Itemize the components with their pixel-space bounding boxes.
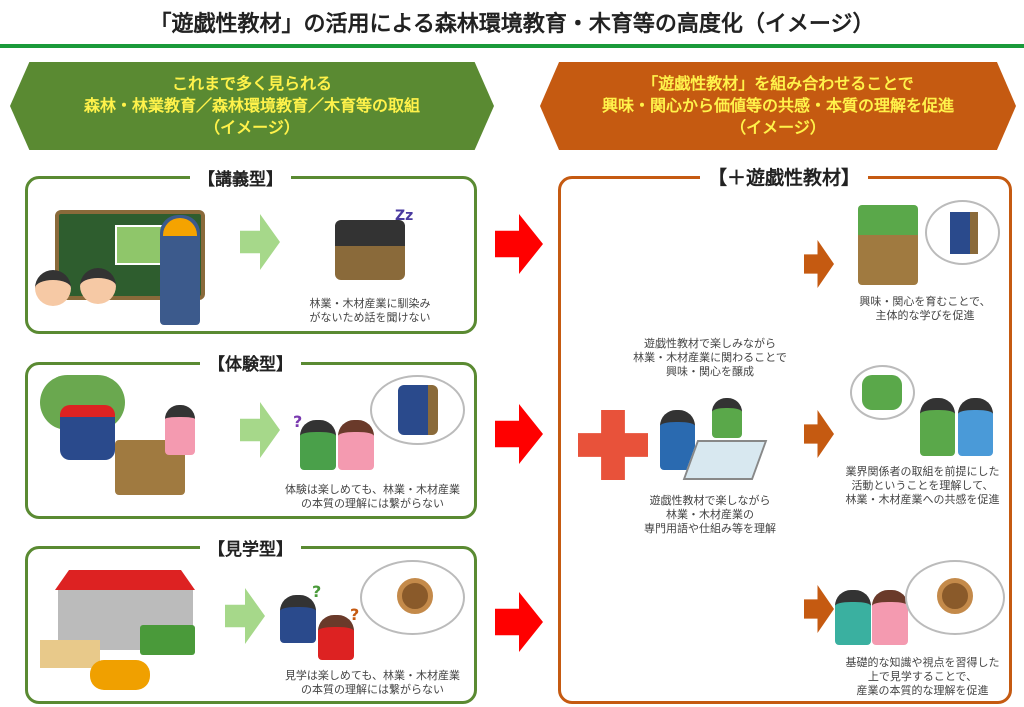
person-illustration	[835, 590, 871, 645]
tour-caption: 見学は楽しめても、林業・木材産業の本質の理解には繋がらない	[270, 669, 475, 697]
right-banner-line1: 「遊戯性教材」を組み合わせることで	[642, 74, 914, 93]
tour-label: 【見学型】	[200, 535, 301, 560]
player-illustration	[712, 398, 742, 438]
text-line: 興味・関心を醸成	[666, 365, 754, 378]
helmet-icon	[163, 218, 197, 236]
outcome-1-text: 興味・関心を育むことで、主体的な学びを促進	[830, 295, 1020, 323]
factory-roof	[55, 570, 195, 590]
red-arrow-icon	[495, 404, 543, 464]
child-illustration	[318, 615, 354, 660]
right-banner-line3: （イメージ）	[730, 118, 826, 137]
text-line: 活動ということを理解して、	[851, 479, 994, 492]
center-top-text: 遊戯性教材で楽しみながら林業・木材産業に関わることで興味・関心を醸成	[600, 337, 820, 379]
lecture-label: 【講義型】	[190, 165, 291, 190]
text-line: 林業・木材産業に関わることで	[633, 351, 787, 364]
experience-label: 【体験型】	[200, 350, 301, 375]
forester-illustration	[950, 212, 978, 254]
forest-worker-illustration	[862, 375, 902, 410]
caption-line: 見学は楽しめても、林業・木材産業	[284, 669, 461, 682]
caption-line: 体験は楽しめても、林業・木材産業	[284, 483, 461, 496]
child-illustration	[338, 420, 374, 470]
right-banner-line2: 興味・関心から価値等の共感・本質の理解を促進	[601, 96, 954, 115]
tree-ring-diagram	[397, 578, 433, 614]
text-line: 遊戯性教材で楽しながら	[649, 494, 771, 507]
question-mark-icon: ?	[312, 582, 322, 601]
children-illustration	[90, 660, 150, 690]
caption-line: 林業・木材産業に馴染み	[309, 297, 431, 310]
person-illustration	[872, 590, 908, 645]
text-line: 遊戯性教材で楽しみながら	[644, 337, 776, 350]
text-line: 専門用語や仕組み等を理解	[644, 522, 776, 535]
right-banner: 「遊戯性教材」を組み合わせることで興味・関心から価値等の共感・本質の理解を促進 （…	[540, 62, 1016, 150]
text-line: 上で見学することで、	[867, 670, 978, 683]
left-banner-line1: これまで多く見られる	[171, 74, 332, 93]
children-illustration	[60, 405, 115, 460]
forester-illustration	[398, 385, 438, 435]
game-material-label: 【＋遊戯性教材】	[700, 163, 869, 190]
confused-child-illustration	[280, 595, 316, 643]
confused-child-illustration	[300, 420, 336, 470]
left-banner-line3: （イメージ）	[204, 118, 300, 137]
page-title: 「遊戯性教材」の活用による森林環境教育・木育等の高度化（イメージ）	[149, 12, 875, 37]
sleeping-student-illustration	[335, 220, 405, 280]
sleep-zzz-icon: Zz	[395, 208, 414, 224]
person-illustration	[920, 398, 955, 456]
text-line: 主体的な学びを促進	[875, 309, 975, 322]
center-bottom-text: 遊戯性教材で楽しながら林業・木材産業の専門用語や仕組み等を理解	[605, 494, 815, 536]
text-line: 林業・木材産業への共感を促進	[845, 493, 1000, 506]
outcome-2-text: 業界関係者の取組を前提にした活動ということを理解して、林業・木材産業への共感を促…	[825, 465, 1020, 507]
text-line: 興味・関心を育むことで、	[859, 295, 991, 308]
student-illustration	[80, 268, 116, 304]
experience-caption: 体験は楽しめても、林業・木材産業の本質の理解には繋がらない	[270, 483, 475, 511]
text-line: 林業・木材産業の	[666, 508, 754, 521]
outcome-3-text: 基礎的な知識や視点を習得した上で見学することで、産業の本質的な理解を促進	[825, 656, 1020, 698]
caption-line: の本質の理解には繋がらない	[301, 683, 444, 696]
caption-line: の本質の理解には繋がらない	[301, 497, 444, 510]
left-banner: これまで多く見られる森林・林業教育／森林環境教育／木育等の取組 （イメージ）	[10, 62, 494, 150]
caption-line: がないため話を聞けない	[309, 311, 431, 324]
red-arrow-icon	[495, 592, 543, 652]
girl-illustration	[165, 405, 195, 455]
question-mark-icon: ?	[293, 412, 303, 431]
truck-illustration	[140, 625, 195, 655]
person-illustration	[958, 398, 993, 456]
tree-ring-diagram	[937, 578, 973, 614]
lecture-caption: 林業・木材産業に馴染みがないため話を聞けない	[270, 297, 470, 325]
left-banner-line2: 森林・林業教育／森林環境教育／木育等の取組	[83, 96, 420, 115]
title-divider	[0, 44, 1024, 48]
question-mark-icon: ?	[350, 605, 360, 624]
board-game-illustration	[682, 440, 768, 480]
red-arrow-icon	[495, 214, 543, 274]
text-line: 基礎的な知識や視点を習得した	[845, 656, 1000, 669]
classroom-illustration	[858, 205, 918, 285]
lumber-pile	[40, 640, 100, 668]
student-illustration	[35, 270, 71, 306]
text-line: 産業の本質的な理解を促進	[856, 684, 989, 697]
text-line: 業界関係者の取組を前提にした	[845, 465, 1000, 478]
